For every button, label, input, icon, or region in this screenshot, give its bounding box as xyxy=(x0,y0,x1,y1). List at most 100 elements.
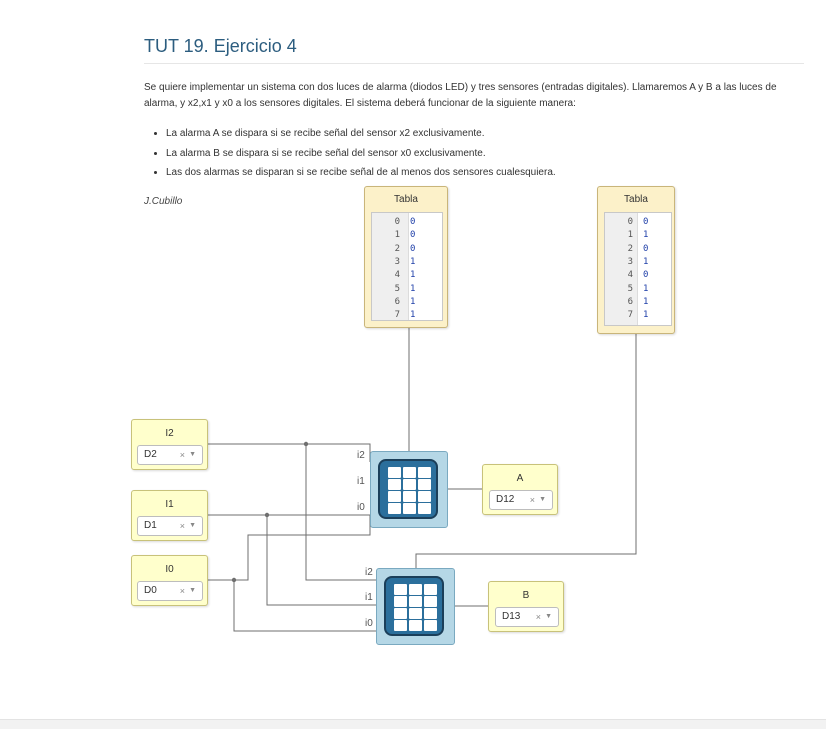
grid-cell xyxy=(388,503,401,514)
clear-icon[interactable]: × xyxy=(529,495,535,505)
output-node-b[interactable]: B D13 × ▼ xyxy=(488,581,564,632)
table-row-value[interactable]: 1 xyxy=(410,270,416,281)
table-row-index: 7 xyxy=(627,310,633,321)
grid-cell xyxy=(418,467,431,478)
author-credit: J.Cubillo xyxy=(144,196,183,207)
table-row-value[interactable]: 1 xyxy=(410,283,416,294)
lookup-block-a[interactable] xyxy=(370,451,448,528)
table-row-value[interactable]: 1 xyxy=(643,283,649,294)
input-node-i0[interactable]: I0 D0 × ▼ xyxy=(131,555,208,606)
grid-cell xyxy=(403,467,416,478)
table-row-value[interactable]: 1 xyxy=(643,256,649,267)
junction-dot xyxy=(264,512,270,518)
clear-icon[interactable]: × xyxy=(179,586,185,596)
pin-value: D12 xyxy=(496,494,515,505)
grid-cell xyxy=(394,596,407,607)
chevron-down-icon[interactable]: ▼ xyxy=(189,587,196,594)
grid-cell xyxy=(403,503,416,514)
table-row-index: 7 xyxy=(394,310,400,321)
chevron-down-icon[interactable]: ▼ xyxy=(545,613,552,620)
table-row-value[interactable]: 1 xyxy=(410,296,416,307)
intro-paragraph: Se quiere implementar un sistema con dos… xyxy=(144,82,777,109)
table-title: Tabla xyxy=(624,194,648,205)
chevron-down-icon[interactable]: ▼ xyxy=(189,451,196,458)
table-grid-icon xyxy=(384,576,444,636)
clear-icon[interactable]: × xyxy=(179,521,185,531)
rule-item: La alarma B se dispara si se recibe seña… xyxy=(166,144,556,164)
lookup-block-b[interactable] xyxy=(376,568,455,645)
port-label-i0: i0 xyxy=(365,618,373,629)
table-row-value[interactable]: 1 xyxy=(410,310,416,321)
grid-cell xyxy=(403,491,416,502)
pin-value: D1 xyxy=(144,520,157,531)
input-node-i2[interactable]: I2 D2 × ▼ xyxy=(131,419,208,470)
grid-cell xyxy=(409,608,422,619)
chevron-down-icon[interactable]: ▼ xyxy=(539,496,546,503)
port-label-i2: i2 xyxy=(365,567,373,578)
table-row-index: 5 xyxy=(627,283,633,294)
table-row-value[interactable]: 0 xyxy=(643,217,649,227)
input-node-i1[interactable]: I1 D1 × ▼ xyxy=(131,490,208,541)
table-row-index: 4 xyxy=(627,270,633,281)
table-row-index: 1 xyxy=(627,230,633,241)
clear-icon[interactable]: × xyxy=(535,612,541,622)
table-row-value[interactable]: 0 xyxy=(643,243,649,254)
table-row-value[interactable]: 1 xyxy=(643,230,649,241)
table-row-value[interactable]: 1 xyxy=(410,256,416,267)
table-row-value[interactable]: 1 xyxy=(643,296,649,307)
input-label: I0 xyxy=(165,564,174,575)
wire-i2 xyxy=(208,443,371,462)
port-label-i2: i2 xyxy=(357,450,365,461)
chevron-down-icon[interactable]: ▼ xyxy=(189,522,196,529)
table-gutter xyxy=(372,213,409,320)
page-footer-bar xyxy=(0,719,826,729)
title-divider xyxy=(144,63,804,64)
grid-cell xyxy=(394,608,407,619)
pin-select[interactable]: D2 × ▼ xyxy=(137,445,203,465)
table-row-value[interactable]: 0 xyxy=(643,270,649,281)
rules-list: La alarma A se dispara si se recibe seña… xyxy=(150,124,556,183)
rule-item: Las dos alarmas se disparan si se recibe… xyxy=(166,163,556,183)
pin-select[interactable]: D0 × ▼ xyxy=(137,581,203,601)
pin-select[interactable]: D12 × ▼ xyxy=(489,490,553,510)
grid-cell xyxy=(418,503,431,514)
grid-cell xyxy=(409,620,422,631)
grid-cell xyxy=(424,584,437,595)
pin-select[interactable]: D13 × ▼ xyxy=(495,607,559,627)
table-row-index: 5 xyxy=(394,283,400,294)
table-row-index: 4 xyxy=(394,270,400,281)
table-row-value[interactable]: 0 xyxy=(410,243,416,254)
wire-i0 xyxy=(208,515,371,581)
table-row-index: 6 xyxy=(394,296,400,307)
wire-i2-b xyxy=(305,444,387,581)
table-row-value[interactable]: 1 xyxy=(643,310,649,321)
pin-select[interactable]: D1 × ▼ xyxy=(137,516,203,536)
grid-cell xyxy=(409,596,422,607)
junction-dot xyxy=(303,441,309,447)
table-row-value[interactable]: 0 xyxy=(410,230,416,241)
port-label-i0: i0 xyxy=(357,502,365,513)
table-row-index: 0 xyxy=(627,217,633,227)
page-title: TUT 19. Ejercicio 4 xyxy=(144,36,297,56)
table-row-index: 3 xyxy=(627,256,633,267)
table-row-value[interactable]: 0 xyxy=(410,217,416,227)
table-row-index: 1 xyxy=(394,230,400,241)
input-label: I2 xyxy=(165,428,174,439)
output-node-a[interactable]: A D12 × ▼ xyxy=(482,464,558,515)
grid-cell xyxy=(424,596,437,607)
clear-icon[interactable]: × xyxy=(179,450,185,460)
